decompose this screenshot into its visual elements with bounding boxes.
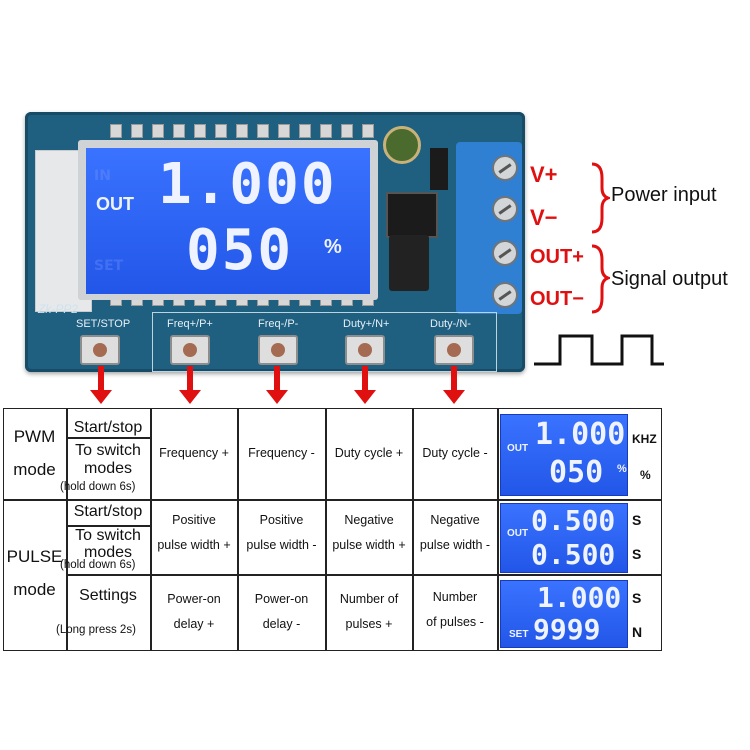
- button-label-frame: [152, 312, 497, 372]
- duty-minus-button[interactable]: [434, 335, 474, 365]
- outminus-label: OUT−: [530, 288, 584, 310]
- outplus-label: OUT+: [530, 246, 584, 268]
- capacitor: [383, 126, 421, 164]
- power-input-label: Power input: [611, 184, 717, 206]
- button-label-duty-minus: Duty-/N-: [430, 318, 471, 330]
- arrow-freq-plus: [179, 366, 201, 404]
- settings-unit-n: N: [632, 624, 643, 640]
- pwm-switch-note: (hold down 6s): [60, 481, 136, 493]
- board-model-label: Zk-PP2: [38, 302, 79, 316]
- lcd-line2: 050: [186, 218, 294, 283]
- button-label-freq-minus: Freq-/P-: [258, 318, 299, 330]
- terminal-screw-outminus: [492, 282, 518, 308]
- terminal-screw-outplus: [492, 240, 518, 266]
- duty-plus-button[interactable]: [345, 335, 385, 365]
- vminus-label: V−: [530, 205, 558, 230]
- pwm-col-freq-minus: Frequency -: [248, 446, 315, 460]
- diode: [430, 148, 448, 190]
- pwm-col-duty-plus: Duty cycle +: [334, 446, 404, 460]
- settings-label: Settings: [79, 587, 137, 604]
- pulse-unit-s1: S: [632, 512, 642, 528]
- freq-minus-button[interactable]: [258, 335, 298, 365]
- vplus-label: V+: [530, 162, 558, 187]
- arrow-duty-minus: [443, 366, 465, 404]
- arrow-duty-plus: [354, 366, 376, 404]
- lcd-display: IN SET OUT 1.000 050 %: [86, 148, 370, 294]
- signal-output-label: Signal output: [611, 268, 728, 290]
- pwm-startstop: Start/stop: [73, 419, 143, 436]
- regulator-chip: [389, 235, 429, 291]
- settings-unit-s: S: [632, 590, 642, 606]
- button-label-setstop: SET/STOP: [76, 318, 131, 330]
- pwm-unit-khz: KHZ: [632, 432, 657, 446]
- pulse-lcd-preview: OUT 0.500 0.500: [500, 503, 628, 573]
- pwm-lcd-preview: OUT 1.000 050 %: [500, 414, 628, 496]
- mode-function-table: [3, 408, 662, 651]
- setstop-button[interactable]: [80, 335, 120, 365]
- square-wave-icon: [534, 334, 664, 366]
- top-pin-header: [110, 124, 374, 138]
- button-label-freq-plus: Freq+/P+: [167, 318, 213, 330]
- pulse-unit-s2: S: [632, 546, 642, 562]
- button-label-duty-plus: Duty+/N+: [343, 318, 390, 330]
- lcd-out-label: OUT: [96, 194, 134, 214]
- arrow-freq-minus: [266, 366, 288, 404]
- terminal-screw-vminus: [492, 196, 518, 222]
- brace-graphics: [591, 162, 610, 314]
- settings-note: (Long press 2s): [56, 624, 136, 636]
- pwm-col-freq-plus: Frequency +: [159, 446, 229, 460]
- terminal-screw-vplus: [492, 155, 518, 181]
- lcd-unit: %: [324, 236, 342, 258]
- settings-lcd-preview: SET 1.000 9999: [500, 580, 628, 648]
- mosfet-chip: [386, 192, 438, 238]
- freq-plus-button[interactable]: [170, 335, 210, 365]
- lcd-line1: 1.000: [158, 152, 337, 217]
- pwm-unit-pct: %: [640, 468, 651, 482]
- arrow-setstop: [90, 366, 112, 404]
- pwm-col-duty-minus: Duty cycle -: [422, 446, 488, 460]
- pulse-startstop: Start/stop: [73, 503, 143, 520]
- pulse-switch-note: (hold down 6s): [60, 559, 136, 571]
